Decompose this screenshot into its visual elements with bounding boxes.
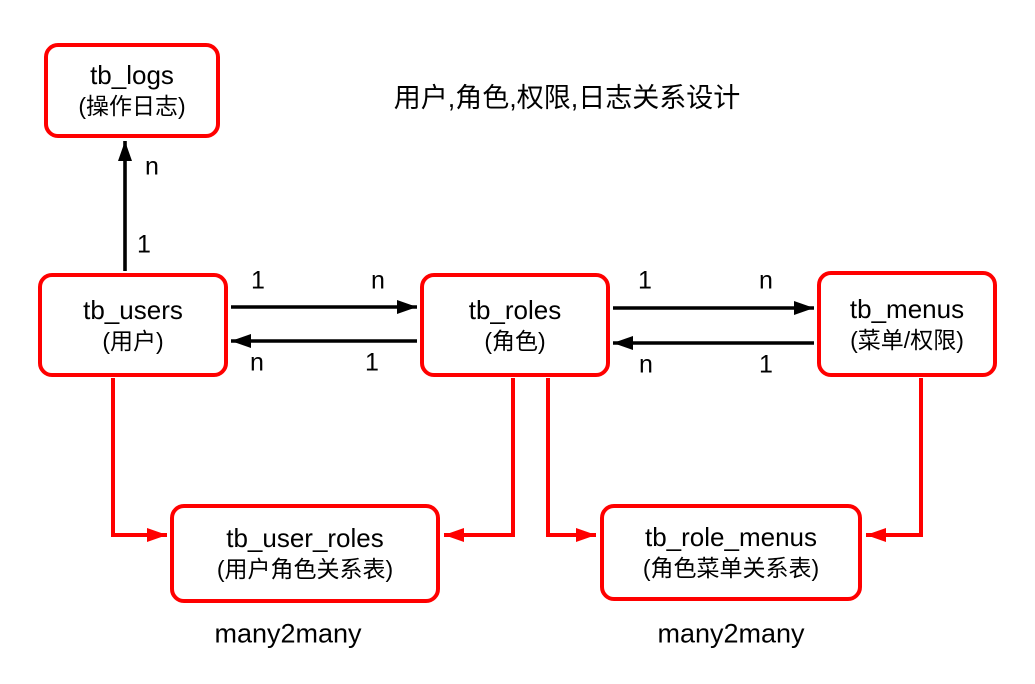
node-tb-menus-name: tb_menus [849, 293, 965, 324]
note-user-roles-many2many: many2many [214, 618, 362, 649]
cardinality-users-roles-1: 1 [251, 266, 265, 295]
edge-roles-to-role-menus [546, 378, 596, 542]
node-tb-menus: tb_menus (菜单/权限) [817, 271, 997, 377]
node-tb-role-menus: tb_role_menus (角色菜单关系表) [600, 504, 862, 601]
diagram-title: 用户,角色,权限,日志关系设计 [393, 83, 741, 113]
cardinality-menus-roles-1: 1 [759, 350, 773, 379]
edge-menus-to-role-menus [866, 378, 923, 542]
note-role-menus-many2many: many2many [657, 618, 805, 649]
cardinality-roles-menus-n: n [759, 266, 773, 295]
node-tb-menus-subtitle: (菜单/权限) [850, 326, 964, 353]
cardinality-roles-users-1: 1 [365, 348, 379, 377]
node-tb-user-roles: tb_user_roles (用户角色关系表) [170, 504, 440, 603]
node-tb-roles-name: tb_roles [468, 294, 562, 325]
node-tb-logs: tb_logs (操作日志) [44, 43, 220, 138]
node-tb-logs-name: tb_logs [90, 60, 174, 91]
cardinality-users-roles-n: n [371, 266, 385, 295]
node-tb-user-roles-name: tb_user_roles [226, 523, 384, 554]
cardinality-roles-users-n: n [250, 348, 264, 377]
node-tb-users: tb_users (用户) [38, 273, 228, 377]
cardinality-users-logs-n: n [145, 152, 159, 181]
node-tb-roles: tb_roles (角色) [420, 273, 610, 377]
node-tb-role-menus-subtitle: (角色菜单关系表) [642, 555, 820, 582]
edge-users-to-user-roles [111, 378, 167, 542]
cardinality-menus-roles-n: n [639, 350, 653, 379]
node-tb-role-menus-name: tb_role_menus [645, 522, 817, 553]
cardinality-users-logs-1: 1 [137, 230, 151, 259]
node-tb-logs-subtitle: (操作日志) [78, 93, 186, 120]
edge-roles-to-user-roles [444, 378, 515, 542]
node-tb-users-subtitle: (用户) [102, 327, 164, 354]
cardinality-roles-menus-1: 1 [638, 266, 652, 295]
node-tb-roles-subtitle: (角色) [484, 327, 546, 354]
node-tb-user-roles-subtitle: (用户角色关系表) [216, 556, 394, 583]
node-tb-users-name: tb_users [83, 294, 183, 325]
